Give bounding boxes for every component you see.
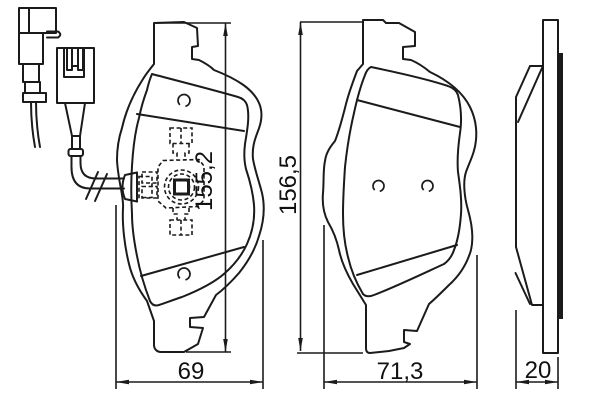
sensor-connector-small: [18, 7, 62, 148]
dimension-pad2-height: 156,5: [275, 21, 364, 354]
inner-pad-view: [116, 21, 265, 353]
outer-pad-left-rivet: [372, 179, 385, 193]
inner-pad-bottom-chamfer-line: [140, 246, 245, 277]
outer-pad-bottom-chamfer-line: [356, 244, 458, 276]
dimension-thickness: 20: [515, 310, 559, 389]
outer-pad-right-rivet: [421, 179, 434, 193]
dimension-pad2-width: 71,3: [323, 225, 478, 389]
sensor-core: [173, 178, 190, 196]
side-view-backplate: [542, 19, 559, 354]
inner-pad-lower-rivet: [177, 267, 191, 281]
dimension-pad1-height: 155,2: [156, 22, 231, 353]
dim-label-pad2-height: 156,5: [275, 155, 302, 215]
dim-label-pad2-width: 71,3: [377, 358, 424, 385]
inner-pad-friction-outline: [130, 73, 256, 307]
outer-pad-view: [321, 19, 478, 354]
side-view-friction-profile: [515, 65, 544, 306]
outer-pad-backplate-outline: [321, 19, 478, 354]
pad-side-view: [514, 19, 563, 354]
cable-grommet: [121, 171, 153, 203]
dim-label-pad1-height: 155,2: [191, 151, 218, 211]
cable-break-symbol: [85, 171, 108, 202]
dimension-pad1-width: 69: [115, 205, 264, 389]
dim-label-thickness: 20: [525, 357, 552, 384]
side-view-top-chamfer: [517, 67, 543, 123]
outer-pad-friction-outline: [342, 66, 463, 298]
sensor-connector-large: [56, 47, 95, 157]
dim-label-pad1-width: 69: [178, 358, 205, 385]
inner-pad-upper-rivet: [177, 93, 191, 108]
sensor-wire-small: [30, 101, 36, 148]
inner-pad-backplate-outline: [116, 21, 265, 353]
outer-pad-top-chamfer-line: [356, 99, 461, 128]
side-view-shim: [557, 53, 563, 319]
wear-sensor-assembly: [141, 127, 205, 236]
side-view-bottom-chamfer: [514, 272, 531, 305]
